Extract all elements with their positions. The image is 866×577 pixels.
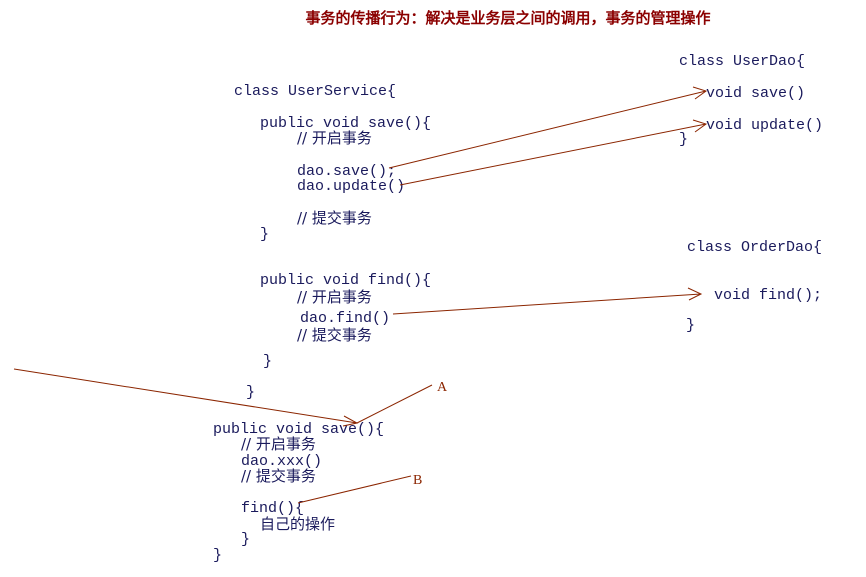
orderdao-class-line: class OrderDao{ [687,239,823,256]
userservice-save-call-dao-save: dao.save(); [297,163,397,180]
marker-b: B [413,473,423,488]
userservice-class-line: class UserService{ [234,83,397,100]
caller-comment-commit: // 提交事务 [241,467,316,485]
marker-a: A [437,380,448,395]
caller-save-signature: public void save(){ [213,421,385,438]
userdao-method-save: void save() [706,85,806,102]
diagram-title: 事务的传播行为：解决是业务层之间的调用，事务的管理操作 [305,9,711,27]
userservice-save-call-dao-update: dao.update() [297,178,406,195]
arrow-dao-save-to-userdao-save [388,86,708,169]
pointer-line-a [356,384,433,424]
orderdao-class-close: } [686,317,696,334]
arrow-dao-find-to-orderdao-find [392,287,703,315]
userservice-find-signature: public void find(){ [260,272,432,289]
caller-close: } [213,547,223,564]
userservice-find-comment-open: // 开启事务 [297,288,372,306]
caller-find-body: 自己的操作 [260,515,336,533]
caller-call-dao-xxx: dao.xxx() [241,453,323,470]
caller-find-call: find(){ [241,500,305,517]
userdao-class-close: } [679,131,689,148]
userservice-class-close: } [246,384,256,401]
userservice-find-close: } [263,353,273,370]
arrow-dao-update-to-userdao-update [399,119,708,186]
userdao-method-update: void update() [706,117,824,134]
pointer-line-b [297,475,412,504]
orderdao-method-find: void find(); [714,287,823,304]
caller-find-close: } [241,531,251,548]
userservice-find-comment-commit: // 提交事务 [297,326,372,344]
userservice-find-call-dao-find: dao.find() [300,310,391,327]
userservice-save-comment-open: // 开启事务 [297,129,372,147]
userservice-save-signature: public void save(){ [260,115,432,132]
userservice-save-comment-commit: // 提交事务 [297,209,372,227]
userservice-save-close: } [260,226,270,243]
caller-comment-open: // 开启事务 [241,435,316,453]
userdao-class-line: class UserDao{ [679,53,806,70]
arrow-external-to-caller-save [13,368,359,427]
